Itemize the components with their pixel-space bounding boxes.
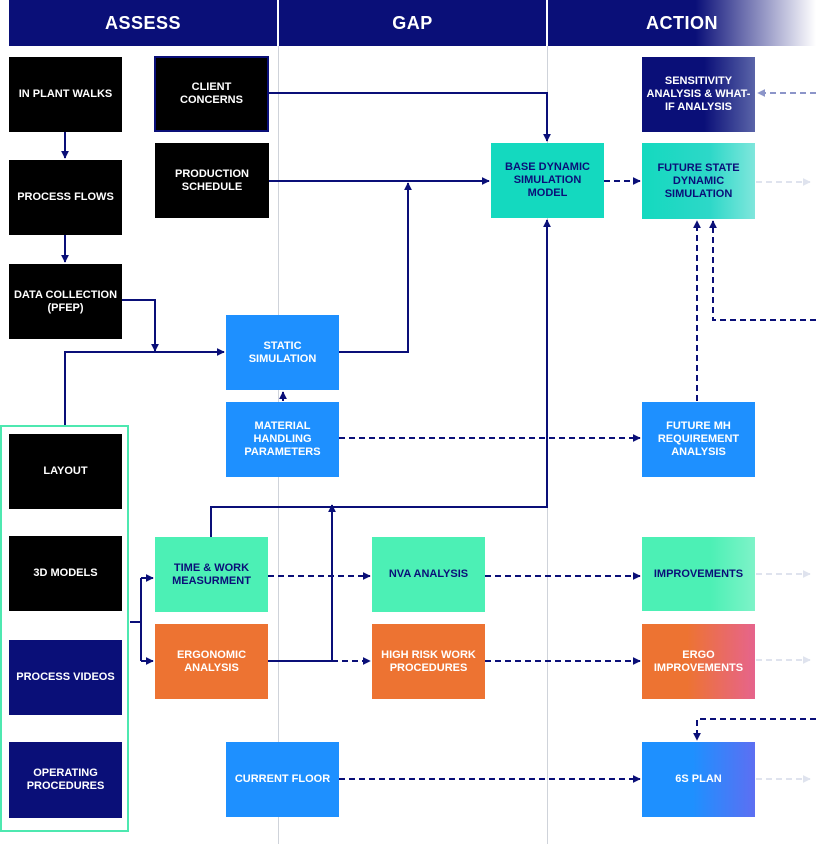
- nva-analysis-box: NVA ANALYSIS: [372, 537, 485, 612]
- sensitivity-label: SENSITIVITY ANALYSIS & WHAT-IF ANALYSIS: [646, 75, 751, 113]
- current-floor-label: CURRENT FLOOR: [234, 773, 331, 785]
- improvements-label: IMPROVEMENTS: [653, 567, 744, 580]
- arrow-group-bracket: [130, 578, 142, 661]
- header-assess: ASSESS: [9, 0, 277, 46]
- material-handling-box: MATERIAL HANDLING PARAMETERS: [226, 402, 339, 477]
- 3d-models-label: 3D MODELS: [33, 567, 98, 579]
- process-videos-box: PROCESS VIDEOS: [9, 640, 122, 715]
- time-work-label: TIME & WORK MEASURMENT: [172, 561, 251, 587]
- client-concerns-box: CLIENT CONCERNS: [154, 56, 269, 132]
- process-flows-label: PROCESS FLOWS: [17, 191, 114, 203]
- layout-box: LAYOUT: [9, 434, 122, 509]
- high-risk-box: HIGH RISK WORK PROCEDURES: [372, 624, 485, 699]
- process-flows-box: PROCESS FLOWS: [9, 160, 122, 235]
- arrow-right-to-6s: [693, 718, 816, 741]
- header-action: ACTION: [548, 0, 816, 46]
- arrow-right-to-future: [709, 220, 816, 321]
- material-handling-label: MATERIAL HANDLING PARAMETERS: [244, 420, 321, 458]
- layout-label: LAYOUT: [43, 465, 88, 477]
- ergo-improvements-box: ERGO IMPROVEMENTS: [642, 624, 755, 699]
- future-mh-label: FUTURE MH REQUIREMENT ANALYSIS: [657, 420, 740, 458]
- 6s-plan-box: 6S PLAN: [642, 742, 755, 817]
- static-simulation-label: STATIC SIMULATION: [248, 339, 317, 365]
- ergonomic-analysis-label: ERGONOMIC ANALYSIS: [176, 648, 247, 674]
- improvements-box: IMPROVEMENTS: [642, 537, 755, 611]
- data-collection-box: DATA COLLECTION (PFEP): [9, 264, 122, 339]
- gap-title: GAP: [392, 12, 433, 33]
- header-gap: GAP: [279, 0, 546, 46]
- operating-procedures-box: OPERATING PROCEDURES: [9, 742, 122, 818]
- ergonomic-analysis-box: ERGONOMIC ANALYSIS: [155, 624, 268, 699]
- production-schedule-label: PRODUCTION SCHEDULE: [175, 167, 249, 193]
- static-simulation-box: STATIC SIMULATION: [226, 315, 339, 390]
- arrow-client-to-base: [269, 92, 551, 142]
- input-group-border: [0, 425, 129, 832]
- client-concerns-label: CLIENT CONCERNS: [180, 81, 243, 106]
- arrow-datacollection-down: [122, 299, 159, 352]
- base-dynamic-label: BASE DYNAMIC SIMULATION MODEL: [505, 161, 590, 199]
- data-collection-label: DATA COLLECTION (PFEP): [13, 288, 118, 314]
- process-videos-label: PROCESS VIDEOS: [16, 671, 115, 683]
- operating-procedures-label: OPERATING PROCEDURES: [26, 767, 105, 792]
- assess-title: ASSESS: [104, 12, 182, 33]
- sensitivity-box: SENSITIVITY ANALYSIS & WHAT-IF ANALYSIS: [642, 57, 755, 132]
- current-floor-box: CURRENT FLOOR: [226, 742, 339, 817]
- base-dynamic-box: BASE DYNAMIC SIMULATION MODEL: [491, 143, 604, 218]
- 3d-models-box: 3D MODELS: [9, 536, 122, 611]
- ergo-improvements-label: ERGO IMPROVEMENTS: [653, 648, 744, 674]
- in-plant-walks-box: IN PLANT WALKS: [9, 57, 122, 132]
- nva-analysis-label: NVA ANALYSIS: [388, 568, 469, 580]
- high-risk-label: HIGH RISK WORK PROCEDURES: [381, 648, 476, 674]
- arrow-to-static: [64, 348, 225, 427]
- time-work-box: TIME & WORK MEASURMENT: [155, 537, 268, 612]
- action-title: ACTION: [646, 12, 718, 33]
- arrow-time-to-base: [210, 219, 551, 537]
- in-plant-walks-label: IN PLANT WALKS: [18, 88, 113, 100]
- future-mh-box: FUTURE MH REQUIREMENT ANALYSIS: [642, 402, 755, 477]
- future-state-box: FUTURE STATE DYNAMIC SIMULATION: [642, 143, 755, 219]
- production-schedule-box: PRODUCTION SCHEDULE: [155, 143, 269, 218]
- future-state-label: FUTURE STATE DYNAMIC SIMULATION: [657, 161, 740, 200]
- 6s-plan-label: 6S PLAN: [675, 773, 722, 785]
- arrow-static-to-base: [339, 182, 412, 353]
